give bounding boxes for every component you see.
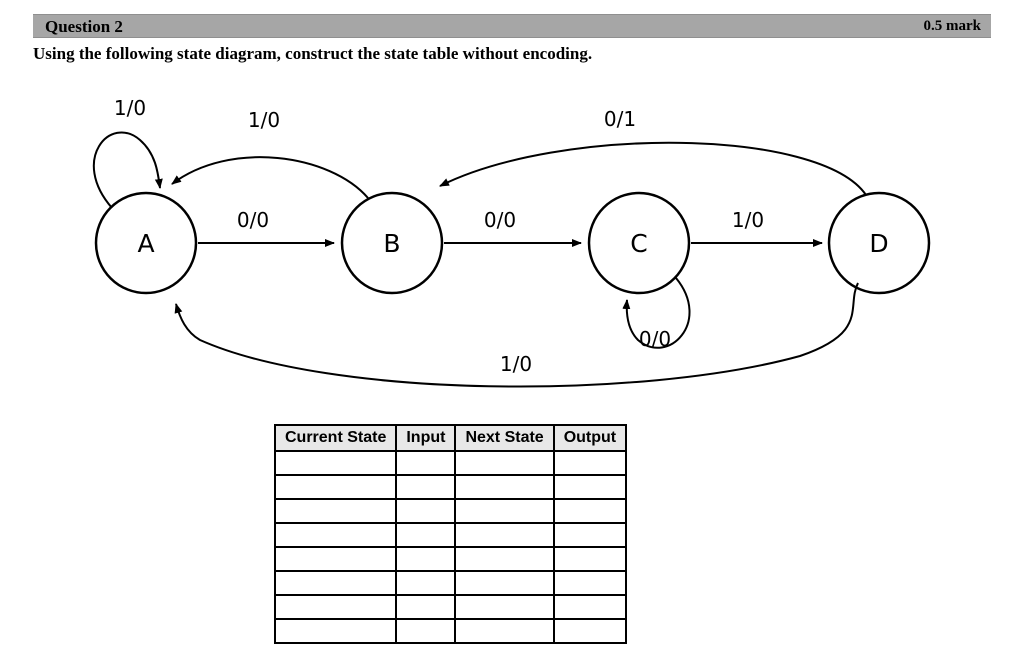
edge-label-a-b: 0/0 xyxy=(237,208,269,232)
edge-a-a xyxy=(92,131,163,209)
question-title: Question 2 xyxy=(45,17,123,36)
edge-label-b-a: 1/0 xyxy=(248,108,280,132)
edge-d-a xyxy=(174,282,859,388)
cell-input[interactable] xyxy=(395,498,457,524)
cell-input[interactable] xyxy=(395,594,457,620)
state-table: Current State Input Next State Output xyxy=(273,424,628,644)
question-header-bar: Question 2 0.5 mark xyxy=(33,14,991,38)
cell-input[interactable] xyxy=(395,474,457,500)
state-node-d: D xyxy=(827,191,931,295)
column-header-output: Output xyxy=(552,424,628,452)
table-row xyxy=(273,450,628,476)
cell-input[interactable] xyxy=(395,450,457,476)
table-row xyxy=(273,522,628,548)
edge-b-a xyxy=(171,156,369,199)
cell-next-state[interactable] xyxy=(454,618,555,644)
edge-label-d-b: 0/1 xyxy=(604,107,636,131)
cell-next-state[interactable] xyxy=(454,546,555,572)
edge-label-c-c: 0/0 xyxy=(639,327,671,351)
cell-input[interactable] xyxy=(395,570,457,596)
cell-output[interactable] xyxy=(552,618,628,644)
question-mark: 0.5 mark xyxy=(923,18,982,34)
state-node-b: B xyxy=(340,191,444,295)
state-node-a: A xyxy=(94,191,198,295)
state-label-c: C xyxy=(630,229,647,258)
cell-next-state[interactable] xyxy=(454,498,555,524)
cell-output[interactable] xyxy=(552,474,628,500)
cell-input[interactable] xyxy=(395,546,457,572)
cell-output[interactable] xyxy=(552,546,628,572)
edge-d-b xyxy=(439,141,867,196)
state-label-b: B xyxy=(383,229,400,258)
question-prompt: Using the following state diagram, const… xyxy=(33,44,593,63)
cell-next-state[interactable] xyxy=(454,450,555,476)
table-row xyxy=(273,594,628,620)
cell-current-state[interactable] xyxy=(273,618,398,644)
cell-next-state[interactable] xyxy=(454,522,555,548)
state-label-a: A xyxy=(137,229,154,258)
edge-label-b-c: 0/0 xyxy=(484,208,516,232)
cell-current-state[interactable] xyxy=(273,474,398,500)
cell-current-state[interactable] xyxy=(273,450,398,476)
column-header-input: Input xyxy=(395,424,457,452)
edge-label-a-a: 1/0 xyxy=(114,96,146,120)
edge-label-d-a: 1/0 xyxy=(500,352,532,376)
column-header-next-state: Next State xyxy=(454,424,555,452)
table-row xyxy=(273,474,628,500)
state-label-d: D xyxy=(869,229,888,258)
cell-output[interactable] xyxy=(552,450,628,476)
cell-input[interactable] xyxy=(395,618,457,644)
edge-c-c xyxy=(622,277,691,349)
cell-input[interactable] xyxy=(395,522,457,548)
table-body xyxy=(273,450,628,644)
cell-output[interactable] xyxy=(552,570,628,596)
table-row xyxy=(273,618,628,644)
state-diagram: A B C D 1/0 1/0 0/0 0/0 1/0 0/1 0/0 1/0 xyxy=(92,96,931,388)
table-header-row: Current State Input Next State Output xyxy=(273,424,628,452)
cell-next-state[interactable] xyxy=(454,570,555,596)
cell-current-state[interactable] xyxy=(273,546,398,572)
cell-output[interactable] xyxy=(552,522,628,548)
cell-current-state[interactable] xyxy=(273,570,398,596)
table-row xyxy=(273,498,628,524)
table-row xyxy=(273,570,628,596)
cell-output[interactable] xyxy=(552,594,628,620)
column-header-current-state: Current State xyxy=(273,424,398,452)
table-row xyxy=(273,546,628,572)
state-node-c: C xyxy=(587,191,691,295)
cell-current-state[interactable] xyxy=(273,498,398,524)
cell-next-state[interactable] xyxy=(454,474,555,500)
cell-current-state[interactable] xyxy=(273,522,398,548)
cell-current-state[interactable] xyxy=(273,594,398,620)
cell-next-state[interactable] xyxy=(454,594,555,620)
cell-output[interactable] xyxy=(552,498,628,524)
edge-label-c-d: 1/0 xyxy=(732,208,764,232)
